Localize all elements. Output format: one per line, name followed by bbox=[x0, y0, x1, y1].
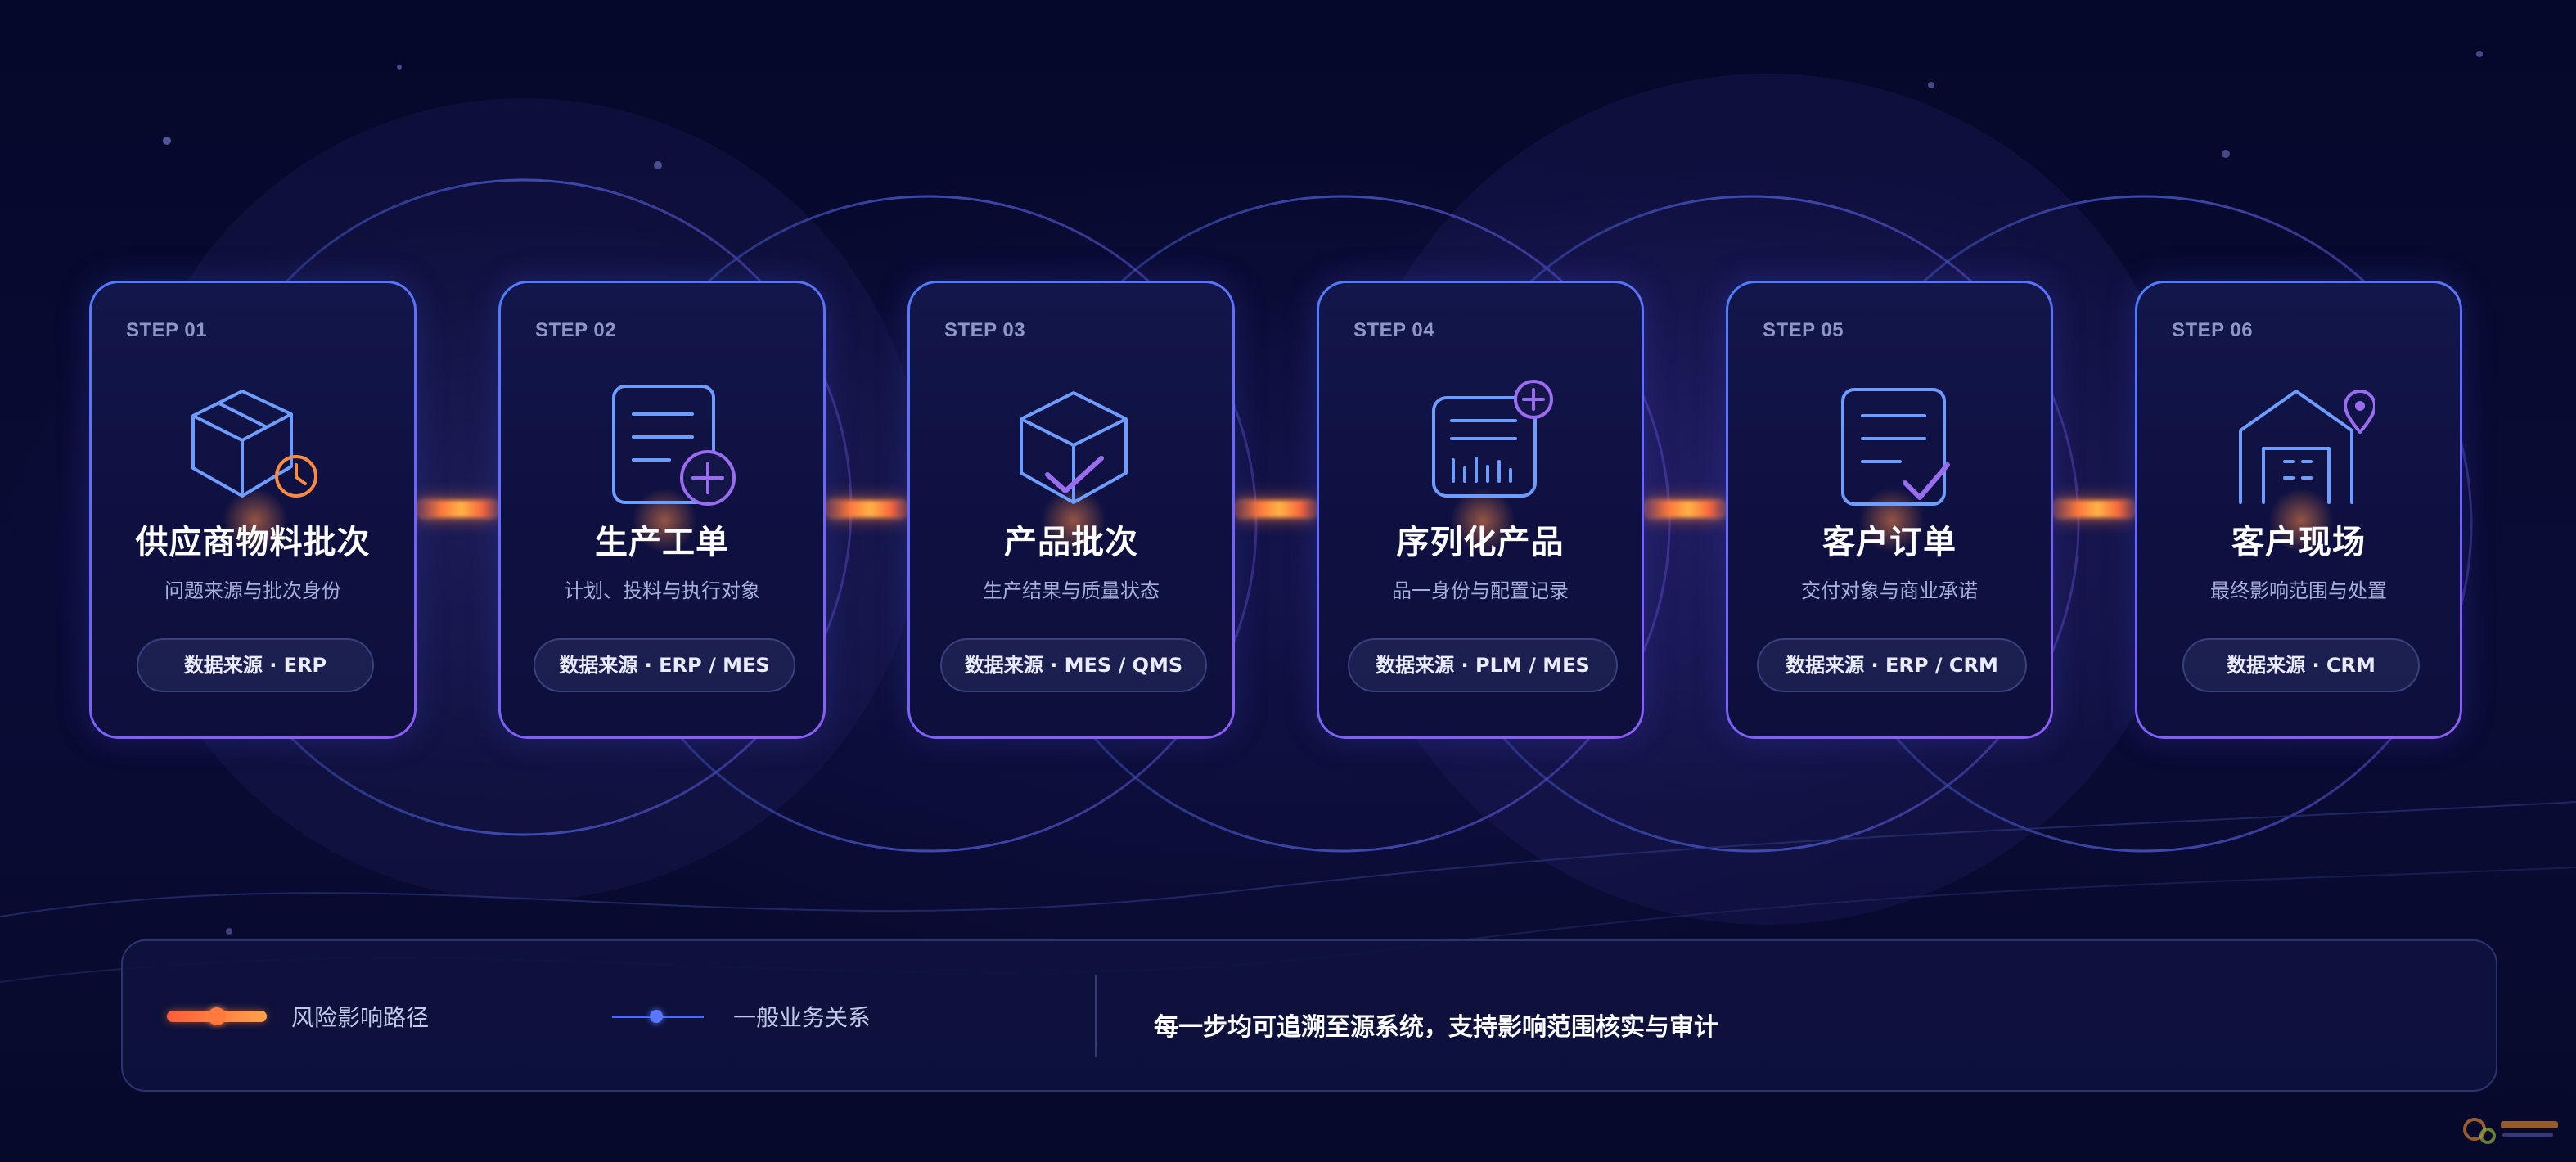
business-path-label: 一般业务关系 bbox=[733, 1004, 871, 1031]
step-description: 计划、投料与执行对象 bbox=[564, 579, 760, 602]
step-title: 生产工单 bbox=[595, 524, 729, 561]
risk-path-label: 风险影响路径 bbox=[291, 1004, 430, 1031]
step-card-3[interactable]: STEP 03 产品批次 生产结果与质量状态 数据来源 · MES / QMS bbox=[907, 281, 1235, 739]
step-title: 序列化产品 bbox=[1396, 524, 1565, 561]
step-description: 交付对象与商业承诺 bbox=[1801, 579, 1978, 602]
step-description: 生产结果与质量状态 bbox=[983, 579, 1160, 602]
step-card-2[interactable]: STEP 02 生产工单 计划、投料与执行对象 数据来源 · ERP / MES bbox=[498, 281, 826, 739]
step-number: STEP 03 bbox=[944, 319, 1026, 341]
step-title: 客户订单 bbox=[1822, 524, 1957, 561]
step-card-6[interactable]: STEP 06 客户现场 最终影响范围与处置 数据来源 · CRM bbox=[2135, 281, 2462, 739]
data-source-pill: 数据来源 · ERP bbox=[137, 638, 374, 692]
legend-panel: 风险影响路径 一般业务关系 每一步均可追溯至源系统，支持影响范围核实与审计 bbox=[121, 939, 2497, 1092]
step-title: 产品批次 bbox=[1004, 524, 1138, 561]
risk-connector-3-4 bbox=[1235, 501, 1317, 517]
business-path-dot bbox=[650, 1010, 663, 1023]
risk-connector-4-5 bbox=[1644, 501, 1726, 517]
step-description: 问题来源与批次身份 bbox=[164, 579, 341, 602]
step-card-1[interactable]: STEP 01 供应商物料批次 问题来源与批次身份 数据来源 · ERP bbox=[89, 281, 417, 739]
traceability-note: 每一步均可追溯至源系统，支持影响范围核实与审计 bbox=[1154, 1013, 1718, 1042]
step-card-4[interactable]: STEP 04 序列化产品 品一身份与配置记录 数据来源 · PLM / MES bbox=[1317, 281, 1644, 739]
step-number: STEP 04 bbox=[1353, 319, 1435, 341]
step-number: STEP 01 bbox=[126, 319, 208, 341]
package-clock-icon bbox=[191, 390, 317, 498]
step-number: STEP 06 bbox=[2172, 319, 2254, 341]
cube-check-icon bbox=[1020, 391, 1128, 504]
step-number: STEP 02 bbox=[535, 319, 617, 341]
legend-divider bbox=[1095, 975, 1097, 1057]
data-source-pill: 数据来源 · ERP / CRM bbox=[1757, 638, 2027, 692]
risk-path-dot bbox=[208, 1007, 226, 1025]
risk-connector-2-3 bbox=[826, 501, 907, 517]
risk-connector-5-6 bbox=[2053, 501, 2135, 517]
serial-barcode-icon bbox=[1432, 380, 1553, 498]
step-number: STEP 05 bbox=[1763, 319, 1844, 341]
data-source-pill: 数据来源 · CRM bbox=[2182, 638, 2420, 692]
order-check-icon bbox=[1841, 388, 1950, 506]
document-plus-icon bbox=[612, 385, 736, 506]
data-source-pill: 数据来源 · MES / QMS bbox=[940, 638, 1207, 692]
step-description: 品一身份与配置记录 bbox=[1392, 579, 1569, 602]
watermark-logo bbox=[2463, 1118, 2558, 1144]
data-source-pill: 数据来源 · ERP / MES bbox=[534, 638, 795, 692]
risk-connector-1-2 bbox=[417, 501, 498, 517]
step-description: 最终影响范围与处置 bbox=[2210, 579, 2387, 602]
data-source-pill: 数据来源 · PLM / MES bbox=[1348, 638, 1618, 692]
step-title: 客户现场 bbox=[2231, 524, 2366, 561]
warehouse-pin-icon bbox=[2239, 390, 2375, 504]
step-title: 供应商物料批次 bbox=[135, 524, 371, 561]
step-card-5[interactable]: STEP 05 客户订单 交付对象与商业承诺 数据来源 · ERP / CRM bbox=[1726, 281, 2053, 739]
